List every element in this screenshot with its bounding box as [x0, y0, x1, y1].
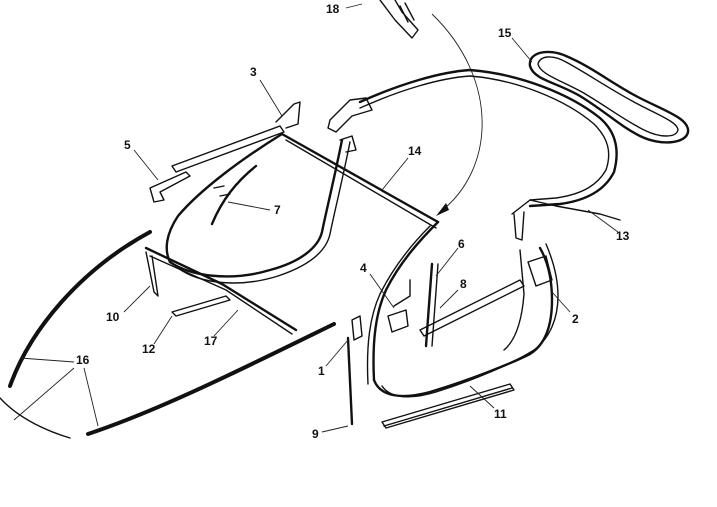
part-15-seal — [528, 50, 690, 144]
callout-16: 16 — [76, 353, 90, 367]
part-11-sill-strip — [381, 383, 515, 429]
callout-8: 8 — [460, 277, 467, 291]
part-14-windshield-frame — [165, 132, 440, 385]
callout-10: 10 — [106, 310, 120, 324]
part-18-strip — [379, 0, 419, 39]
part-4-bracket — [387, 279, 411, 333]
callout-18: 18 — [326, 2, 340, 16]
arrow-head — [436, 203, 449, 216]
leader-lines — [13, 3, 619, 433]
callout-11: 11 — [494, 407, 507, 421]
callout-7: 7 — [274, 203, 281, 217]
callout-12: 12 — [142, 342, 156, 356]
part-3-strip — [171, 101, 301, 173]
part-8-strip — [419, 279, 525, 337]
windshield-lower-seal — [168, 135, 357, 284]
part-1-piece — [351, 315, 363, 341]
callout-14: 14 — [408, 144, 422, 158]
part-2-door-seal — [372, 243, 559, 398]
callout-2: 2 — [572, 312, 579, 326]
callout-6: 6 — [458, 237, 465, 251]
part-9-piece — [346, 336, 354, 426]
part-10-strip — [145, 251, 159, 297]
callout-5: 5 — [124, 138, 131, 152]
part-13-roof-seal — [327, 68, 621, 241]
part-17-moulding — [144, 246, 298, 335]
callout-17: 17 — [204, 334, 218, 348]
callout-1: 1 — [318, 364, 325, 378]
callout-15: 15 — [498, 26, 512, 40]
callout-9: 9 — [312, 427, 319, 441]
pointer-arrow — [431, 13, 483, 213]
callout-13: 13 — [616, 229, 630, 243]
part-5-clip — [149, 171, 191, 203]
callout-labels: 18 15 3 5 14 7 13 6 4 8 2 10 12 17 16 1 … — [76, 2, 630, 441]
part-6-strip — [424, 262, 439, 348]
part-16-seal — [0, 230, 336, 439]
callout-4: 4 — [360, 261, 367, 275]
callout-3: 3 — [250, 65, 257, 79]
part-7-strip — [210, 164, 258, 226]
